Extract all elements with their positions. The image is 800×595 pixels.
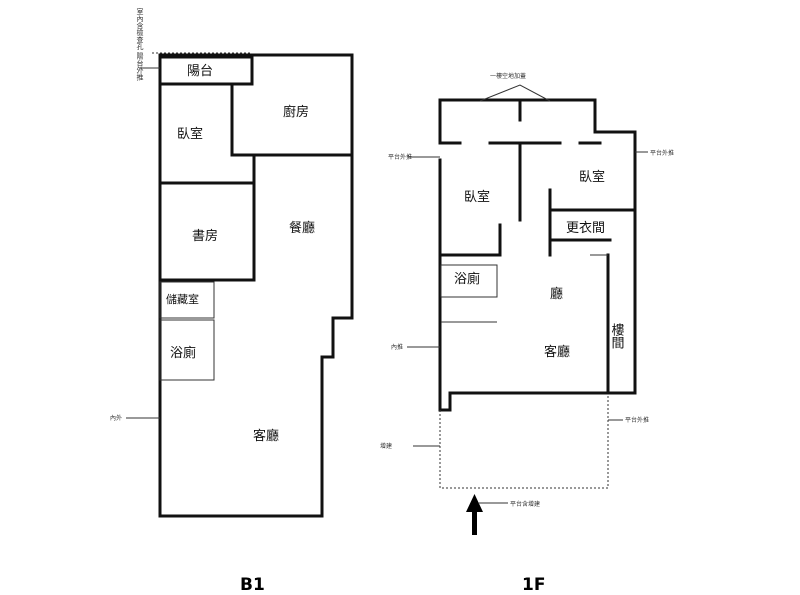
b1-outer-wall	[158, 53, 354, 518]
f1-bedroom-left-label: 臥室	[464, 189, 490, 205]
b1-vertical-note: 室內含檢查孔 陽台外推	[136, 7, 144, 81]
b1-bathroom-label: 浴廁	[170, 345, 196, 361]
f1-hall-label: 廳	[550, 286, 563, 302]
b1-kitchen-wall	[230, 82, 354, 157]
b1-bedroom-label: 臥室	[177, 126, 203, 142]
f1-outer-wall	[438, 98, 637, 395]
f1-bathroom-wall	[440, 264, 498, 298]
f1-living-label: 客廳	[544, 344, 570, 360]
f1-closet-label: 更衣間	[566, 220, 605, 236]
f1-right-lower-note: 平台外推	[625, 416, 649, 424]
f1-stairs-label: 樓間	[609, 323, 625, 350]
f1-right-upper-note: 平台外推	[650, 149, 674, 157]
b1-floor-plan: 陽台 臥室 廚房 書房 餐廳 儲藏室 浴廁 客廳 室內含檢查孔 陽台外推 內外 …	[110, 7, 354, 595]
b1-bathroom-wall	[159, 319, 215, 381]
b1-kitchen-label: 廚房	[283, 104, 309, 120]
f1-bottom-note: 平台含增建	[510, 500, 540, 508]
f1-bedroom-right-label: 臥室	[579, 169, 605, 185]
f1-left-upper-note: 平台外推	[388, 153, 412, 161]
b1-balcony-label: 陽台	[187, 64, 213, 79]
f1-entrance-arrow-shaft	[472, 510, 477, 535]
f1-addition-dashed-area	[439, 393, 609, 489]
b1-dining-label: 餐廳	[289, 220, 315, 236]
f1-left-middle-note: 內推	[391, 343, 403, 351]
b1-study-label: 書房	[192, 228, 218, 244]
b1-storage-label: 儲藏室	[166, 292, 199, 306]
f1-floor-plan: 臥室 臥室 更衣間 浴廁 廳 客廳 樓間 一樓空地加蓋 平台外推 平台外推 內推…	[380, 72, 674, 595]
f1-top-note: 一樓空地加蓋	[490, 72, 526, 80]
b1-left-note: 內外	[110, 414, 122, 422]
f1-top-roof	[479, 84, 551, 102]
f1-left-lower-note: 增建	[380, 442, 392, 450]
b1-balcony-wall	[158, 55, 254, 86]
f1-floor-label: 1F	[522, 575, 545, 595]
b1-living-label: 客廳	[253, 428, 279, 444]
f1-entrance-arrow-icon	[466, 494, 483, 512]
f1-bathroom-label: 浴廁	[454, 271, 480, 287]
b1-floor-label: B1	[240, 575, 265, 595]
f1-left-wall	[438, 158, 610, 412]
